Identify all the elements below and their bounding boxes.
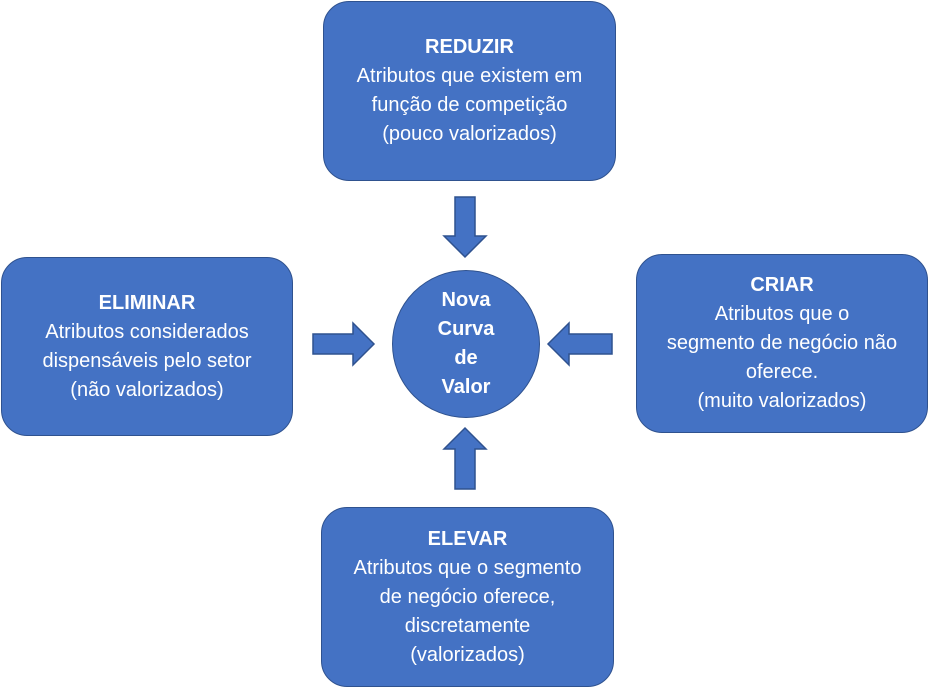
center-line-4: Valor <box>441 376 491 398</box>
elevar-line-4: (valorizados) <box>410 643 525 666</box>
elevar-box: ELEVAR Atributos que o segmento de negóc… <box>321 507 614 687</box>
criar-line-1: Atributos que o <box>714 303 850 325</box>
eliminar-line-2: dispensáveis pelo setor <box>42 349 252 372</box>
arrow-down <box>442 196 488 259</box>
elevar-line-3: discretamente <box>404 614 531 637</box>
elevar-title: ELEVAR <box>427 527 508 550</box>
reduzir-line-2: função de competição <box>371 94 568 116</box>
reduzir-line-1: Atributos que existem em <box>356 65 583 87</box>
center-circle: Nova Curva de Valor <box>392 270 540 418</box>
eliminar-box: ELIMINAR Atributos considerados dispensá… <box>1 257 293 436</box>
center-line-1: Nova <box>441 289 491 311</box>
reduzir-box: REDUZIR Atributos que existem em função … <box>323 1 616 181</box>
center-line-3: de <box>454 347 478 369</box>
criar-line-4: (muito valorizados) <box>697 390 867 412</box>
center-line-2: Curva <box>437 318 495 340</box>
elevar-line-2: de negócio oferece, <box>379 585 556 608</box>
reduzir-line-3: (pouco valorizados) <box>382 123 557 145</box>
reduzir-title: REDUZIR <box>425 36 514 58</box>
arrow-right <box>312 321 376 367</box>
criar-line-2: segmento de negócio não <box>666 332 898 354</box>
arrow-left <box>546 321 613 367</box>
criar-line-3: oferece. <box>745 361 819 383</box>
criar-box: CRIAR Atributos que o segmento de negóci… <box>636 254 928 433</box>
eliminar-line-3: (não valorizados) <box>70 378 224 401</box>
criar-title: CRIAR <box>750 274 814 296</box>
eliminar-line-1: Atributos considerados <box>45 320 249 343</box>
eliminar-title: ELIMINAR <box>98 291 196 314</box>
arrow-up <box>442 426 488 490</box>
elevar-line-1: Atributos que o segmento <box>353 556 582 579</box>
